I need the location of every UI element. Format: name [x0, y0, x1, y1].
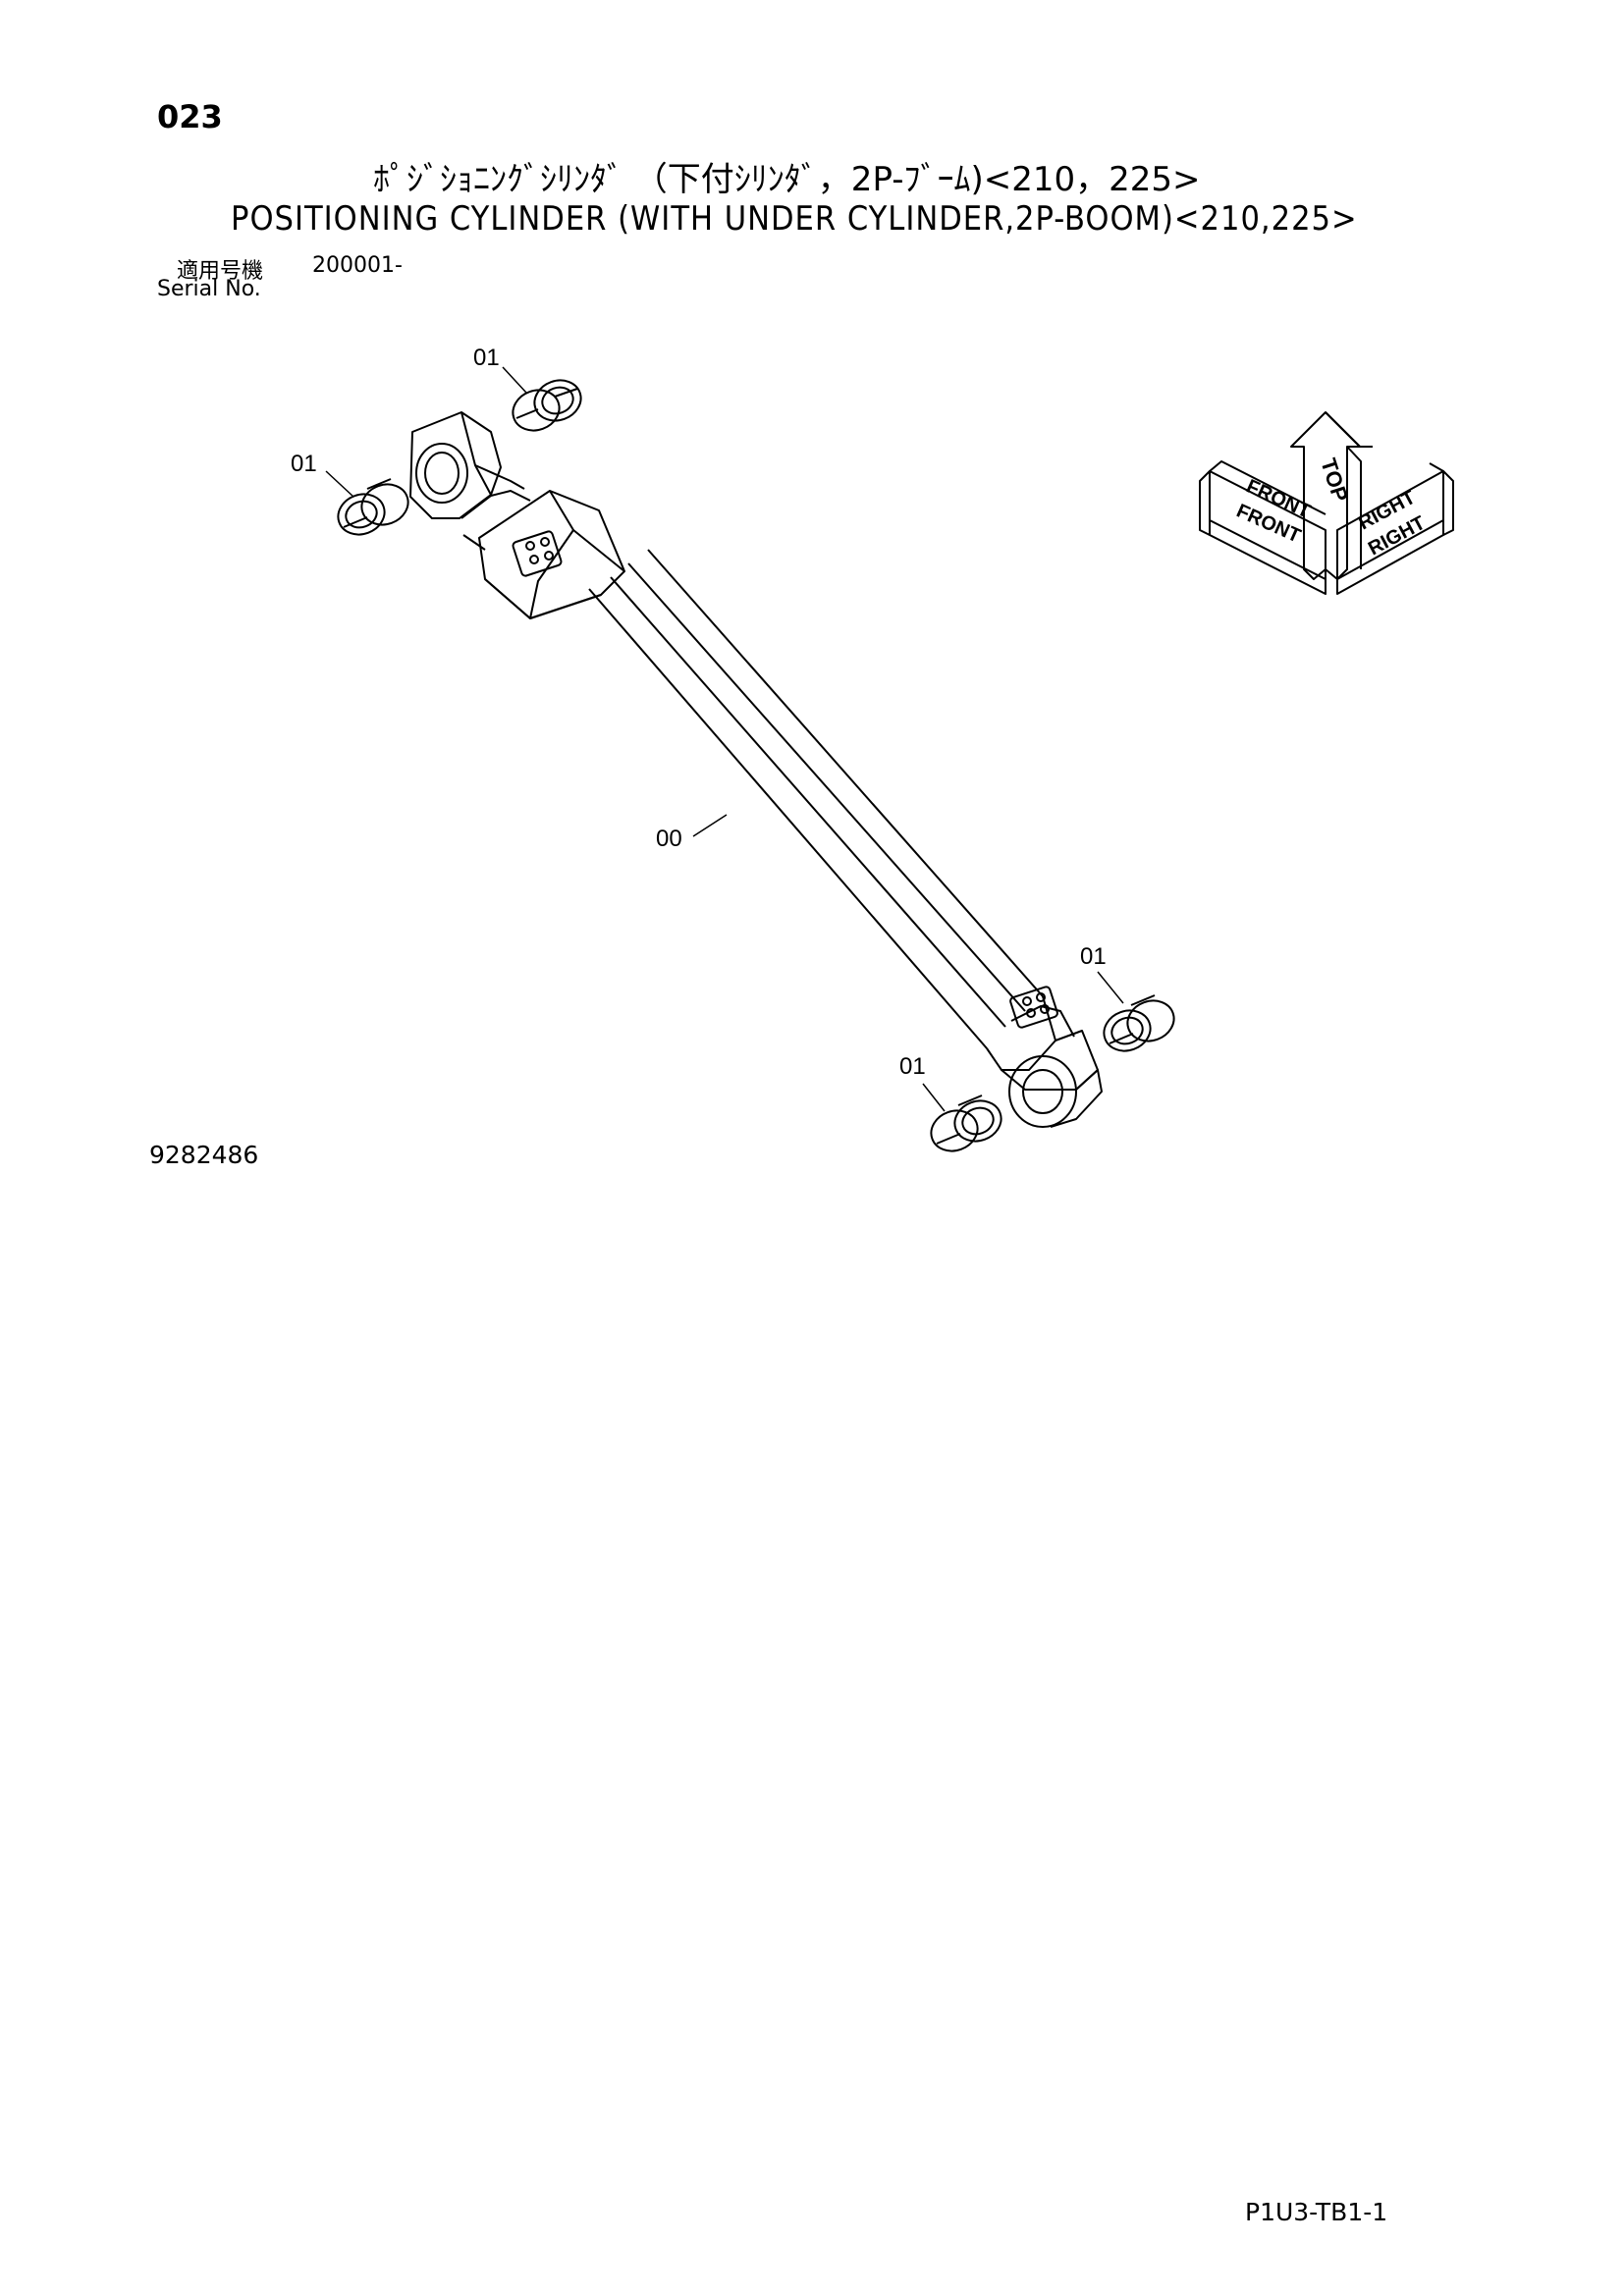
callout-cylinder: 00	[656, 826, 682, 852]
bushing-top-right	[512, 379, 582, 432]
serial-label-japanese: 適用号機	[177, 259, 264, 284]
callout-bushing-bottom-right: 01	[1080, 943, 1107, 970]
cylinder-head-block	[478, 490, 625, 619]
orientation-symbol	[1199, 411, 1454, 595]
leader-lines	[325, 366, 1124, 1112]
bushing-top-left	[337, 478, 409, 536]
cylinder-barrel	[588, 549, 1044, 1049]
page-number: 023	[157, 98, 223, 135]
callout-bushing-bottom-left: 01	[899, 1053, 926, 1080]
bushing-bottom-left	[930, 1095, 1002, 1152]
title-english: POSITIONING CYLINDER (WITH UNDER CYLINDE…	[231, 199, 1358, 239]
serial-label-english: Serial No.	[157, 277, 261, 301]
callout-bushing-top-left: 01	[291, 451, 317, 477]
bushing-bottom-right	[1103, 994, 1175, 1052]
rod-eye-bottom	[986, 986, 1103, 1128]
sheet-code: P1U3-TB1-1	[1245, 2198, 1388, 2226]
rod-eye-top	[409, 411, 531, 551]
title-japanese: ﾎﾟｼﾞｼｮﾆﾝｸﾞｼﾘﾝﾀﾞ （下付ｼﾘﾝﾀﾞ，2P-ﾌﾞｰﾑ)<210，22…	[373, 160, 1201, 199]
drawing-number: 9282486	[149, 1141, 259, 1169]
callout-bushing-top-right: 01	[473, 345, 500, 371]
serial-value: 200001-	[312, 253, 403, 278]
